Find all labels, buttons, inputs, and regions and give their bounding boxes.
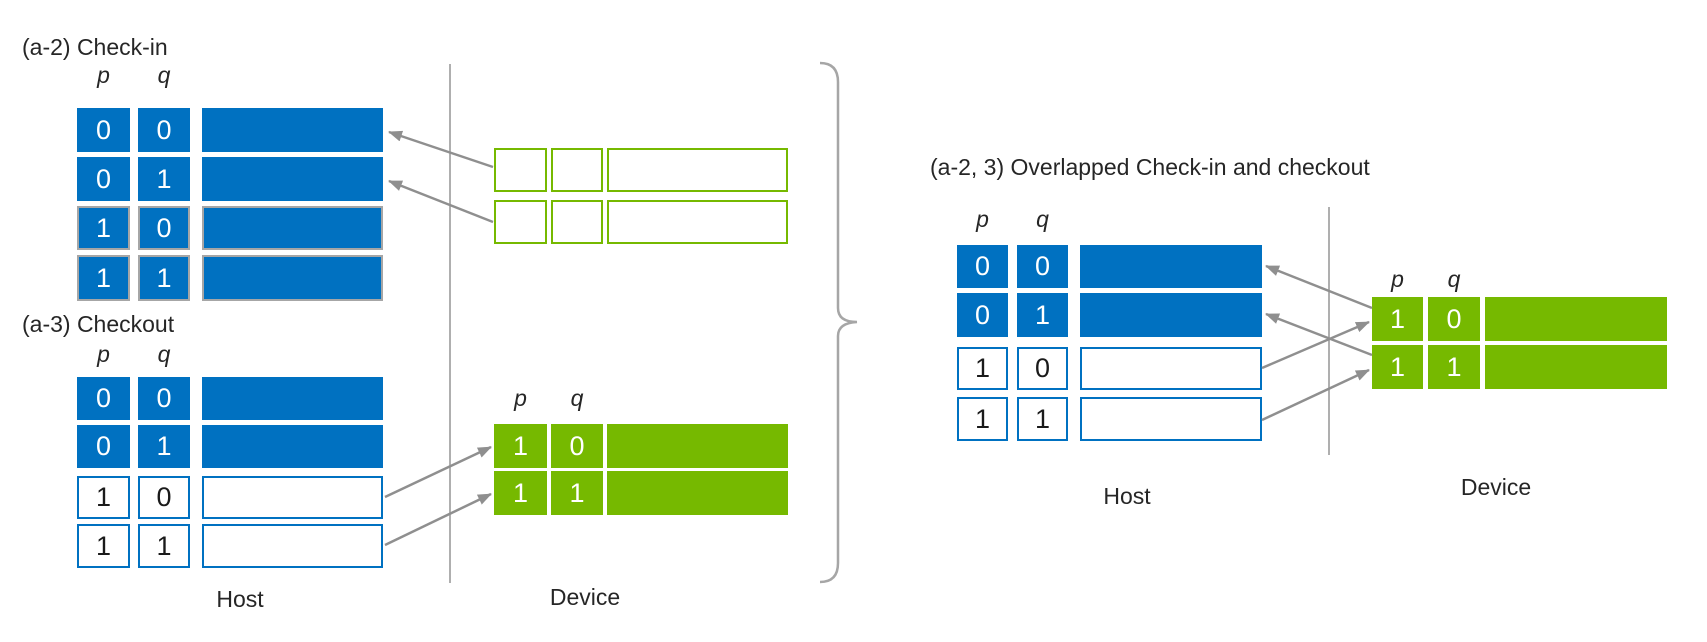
checkin-row2-data [202,206,383,250]
right-device-row1-q: 1 [1428,345,1480,389]
checkout-row3-data [202,524,383,568]
checkout-header-q: q [157,341,171,367]
checkout-row0-data [202,377,383,420]
checkout-row2-data [202,476,383,519]
checkin-row3-q: 1 [138,255,190,301]
right-device-row1-p: 1 [1372,345,1423,389]
checkout-row0-q: 0 [138,377,190,420]
right-host-row1-q: 1 [1017,293,1068,337]
checkin-row0-data [202,108,383,152]
checkout-row1-data [202,425,383,468]
checkout-row3-p: 1 [77,524,130,568]
checkout-row2-p: 1 [77,476,130,519]
checkout-row1-q: 1 [138,425,190,468]
checkin-header-p: p [97,62,110,88]
checkout-row0-p: 0 [77,377,130,420]
arrow-overlap-checkin-0 [1265,264,1373,310]
device-row0-p: 1 [494,424,547,468]
checkin-row0-p: 0 [77,108,130,152]
checkin-row1-q: 1 [138,157,190,201]
right-host-row3-data [1080,397,1262,441]
device-empty-row0-data [607,148,788,192]
right-device-header-p: p [1391,266,1404,292]
left-device-label: Device [549,584,621,610]
right-host-row0-q: 0 [1017,245,1068,288]
right-host-label: Host [1103,483,1151,509]
right-device-label: Device [1460,474,1532,500]
device-empty-row1-q [551,200,603,244]
right-host-row2-p: 1 [957,347,1008,390]
right-host-row1-data [1080,293,1262,337]
device-row0-q: 0 [551,424,603,468]
arrow-checkin-0 [388,130,494,169]
right-device-row0-q: 0 [1428,297,1480,341]
checkout-title: (a-3) Checkout [22,311,175,337]
device-table-header-q: q [570,385,584,411]
arrow-checkin-1 [388,179,494,224]
device-empty-row1-p [494,200,547,244]
right-host-header-p: p [976,206,989,232]
device-empty-row0-p [494,148,547,192]
grouping-brace [819,61,858,584]
right-host-row3-q: 1 [1017,397,1068,441]
device-empty-row1-data [607,200,788,244]
checkout-row1-p: 0 [77,425,130,468]
checkout-header-p: p [97,341,110,367]
checkin-title: (a-2) Check-in [22,34,168,60]
checkin-row1-data [202,157,383,201]
device-empty-row0-q [551,148,603,192]
arrow-overlap-checkin-1 [1265,312,1373,357]
right-host-row0-p: 0 [957,245,1008,288]
arrow-checkout-0 [384,445,492,499]
right-device-header-q: q [1447,266,1461,292]
device-row1-q: 1 [551,471,603,515]
right-host-row3-p: 1 [957,397,1008,441]
device-row1-p: 1 [494,471,547,515]
right-host-row0-data [1080,245,1262,288]
right-device-row0-p: 1 [1372,297,1423,341]
checkin-row1-p: 0 [77,157,130,201]
right-host-header-q: q [1036,206,1049,232]
device-row0-data [607,424,788,468]
checkin-row2-p: 1 [77,206,130,250]
checkin-row2-q: 0 [138,206,190,250]
checkout-row2-q: 0 [138,476,190,519]
device-table-header-p: p [514,385,527,411]
checkout-row3-q: 1 [138,524,190,568]
right-host-row2-q: 0 [1017,347,1068,390]
checkin-row3-data [202,255,383,301]
right-device-row1-data [1485,345,1667,389]
device-row1-data [607,471,788,515]
right-device-row0-data [1485,297,1667,341]
checkin-row3-p: 1 [77,255,130,301]
arrow-overlap-checkout-0 [1261,320,1370,370]
right-host-row2-data [1080,347,1262,390]
checkin-row0-q: 0 [138,108,190,152]
left-host-label: Host [216,586,264,612]
arrow-overlap-checkout-1 [1261,368,1370,422]
arrow-checkout-1 [384,492,492,547]
overlap-title: (a-2, 3) Overlapped Check-in and checkou… [930,154,1370,180]
checkin-header-q: q [157,62,171,88]
right-host-row1-p: 0 [957,293,1008,337]
